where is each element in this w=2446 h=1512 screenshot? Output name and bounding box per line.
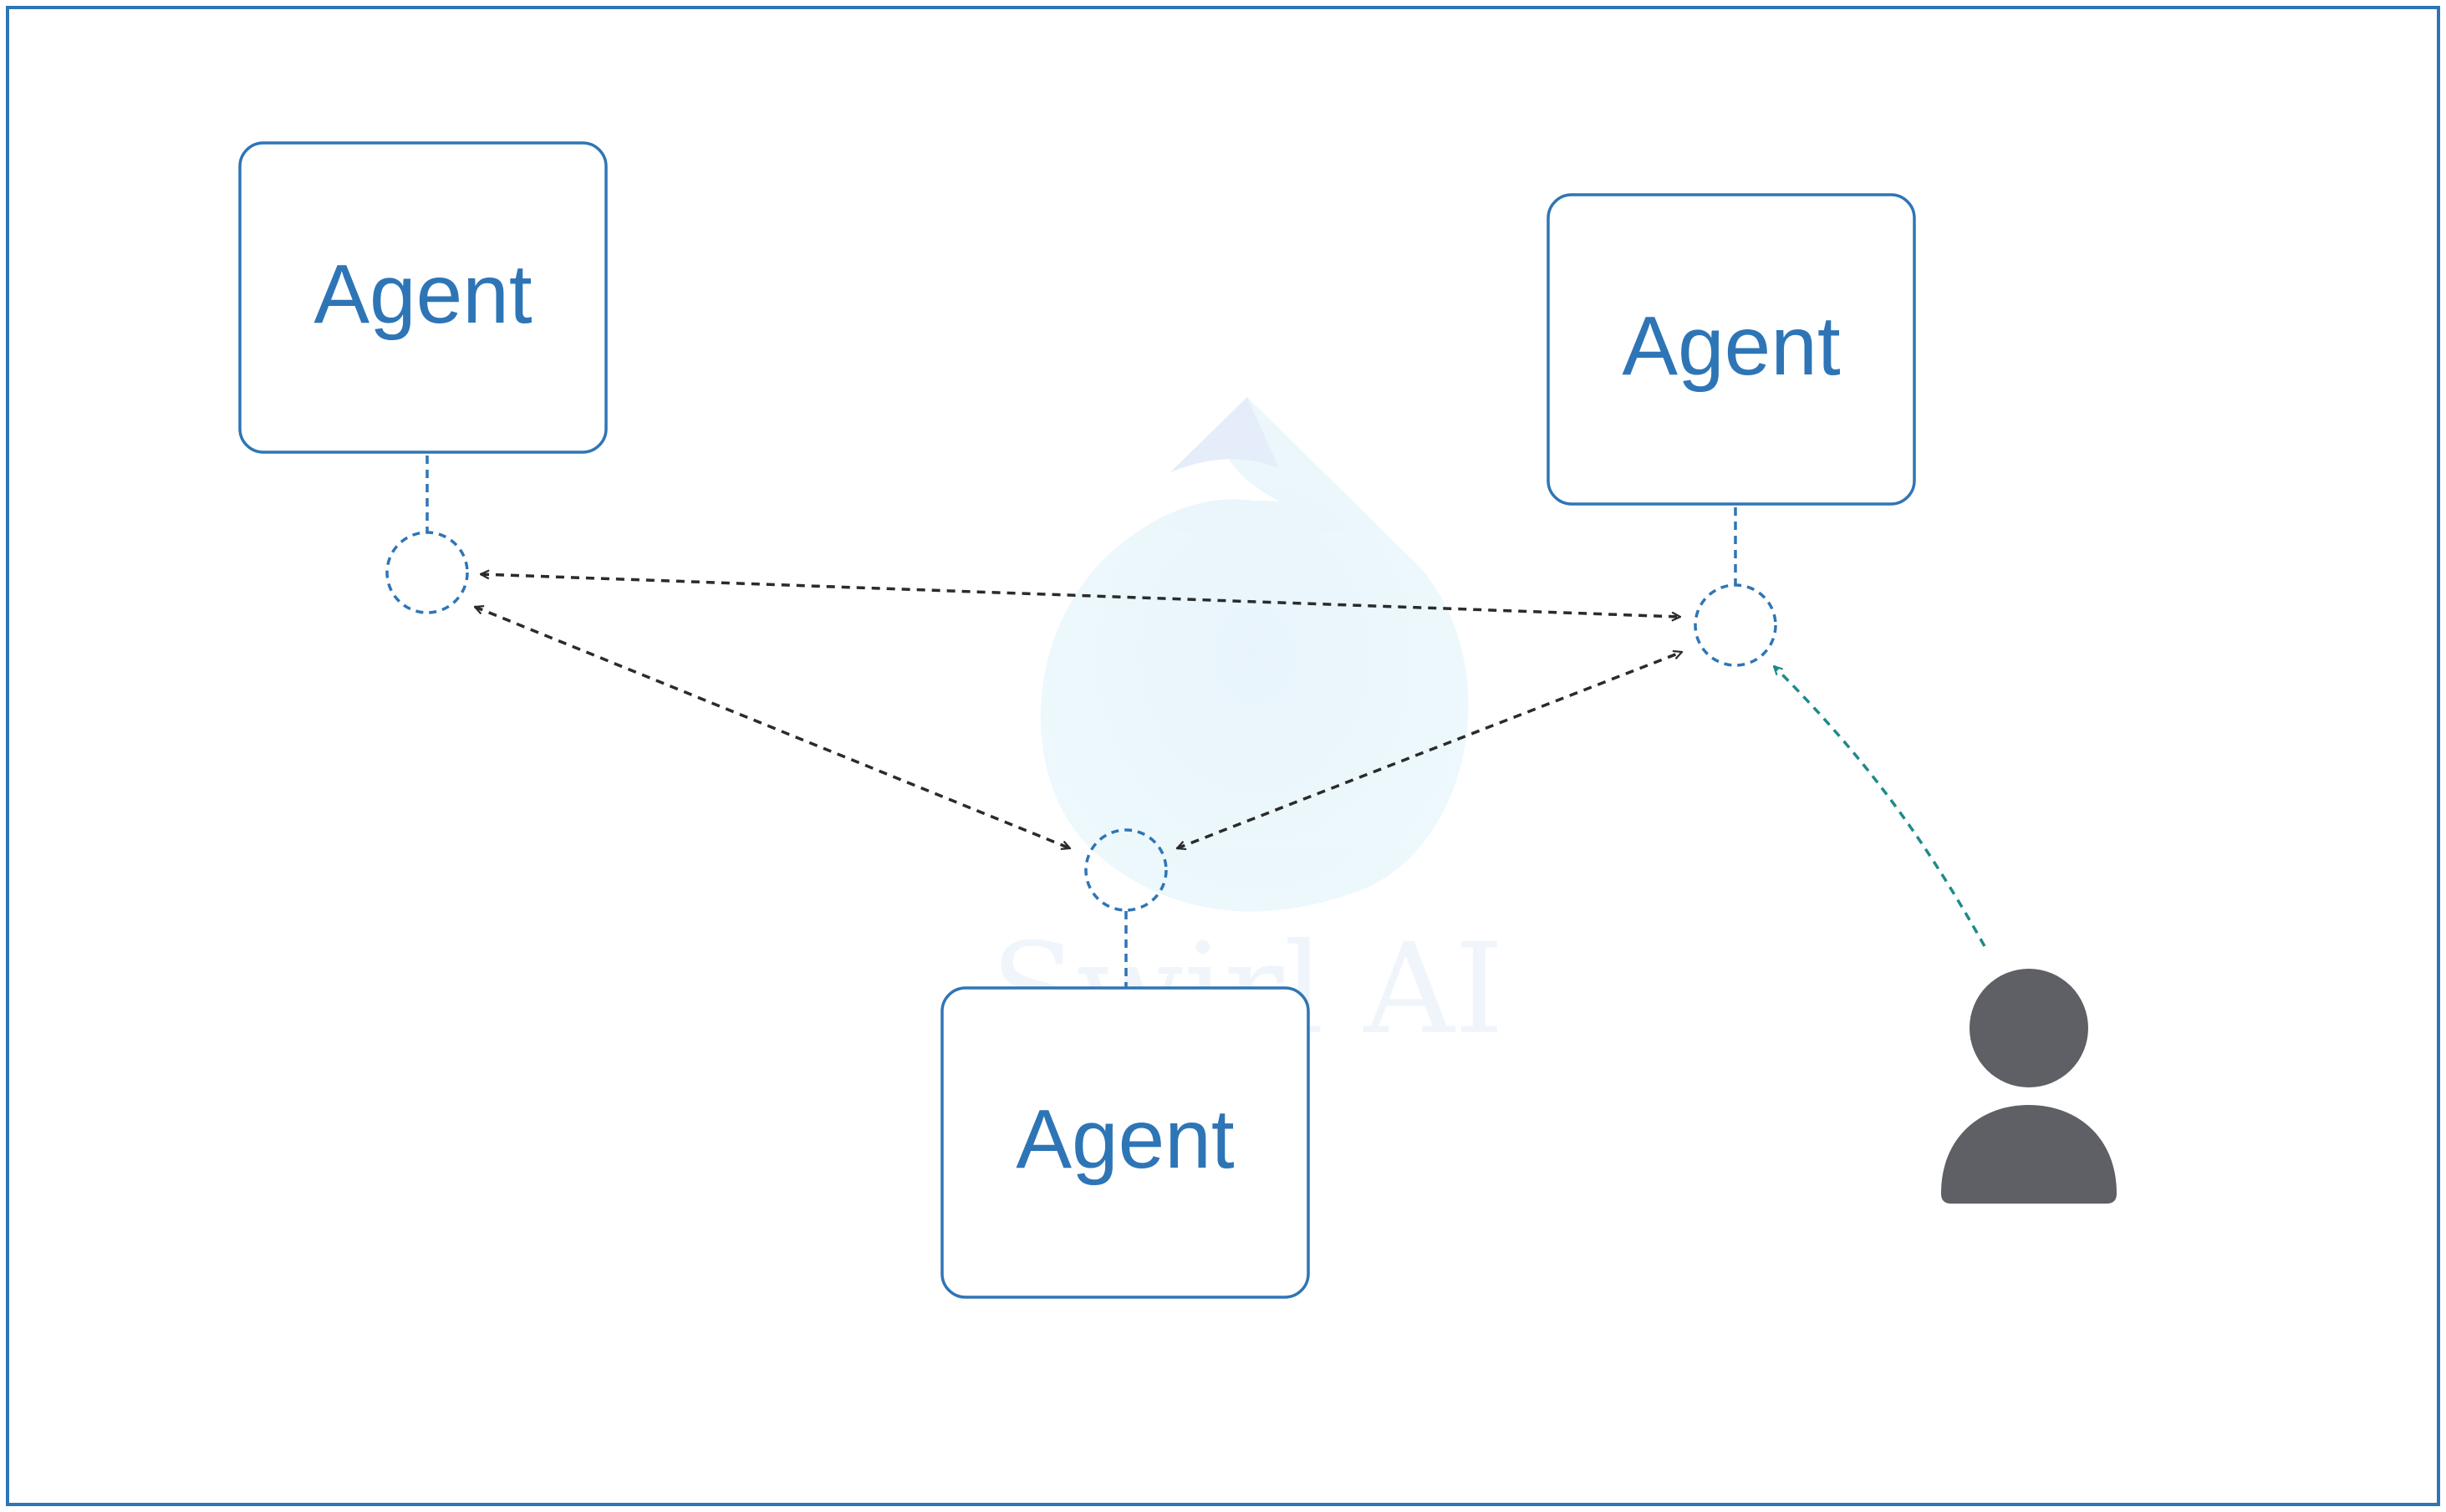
link-left-right <box>481 574 1680 617</box>
agent-bottom-label: Agent <box>1016 1092 1235 1186</box>
link-bottom-right <box>1177 652 1682 848</box>
port-bottom <box>1084 828 1168 912</box>
agent-left: Agent <box>238 141 608 454</box>
link-user-right <box>1774 666 1986 947</box>
port-left <box>385 531 469 614</box>
agent-left-label: Agent <box>313 247 533 341</box>
link-left-bottom <box>475 607 1070 848</box>
swirl-watermark: Swirl AI <box>991 397 1504 1062</box>
agent-bottom: Agent <box>940 986 1310 1299</box>
agent-right: Agent <box>1547 193 1916 506</box>
diagram-frame <box>6 6 2440 1506</box>
agent-right-label: Agent <box>1622 299 1841 393</box>
port-right <box>1694 583 1777 667</box>
user-icon <box>1941 969 2117 1204</box>
